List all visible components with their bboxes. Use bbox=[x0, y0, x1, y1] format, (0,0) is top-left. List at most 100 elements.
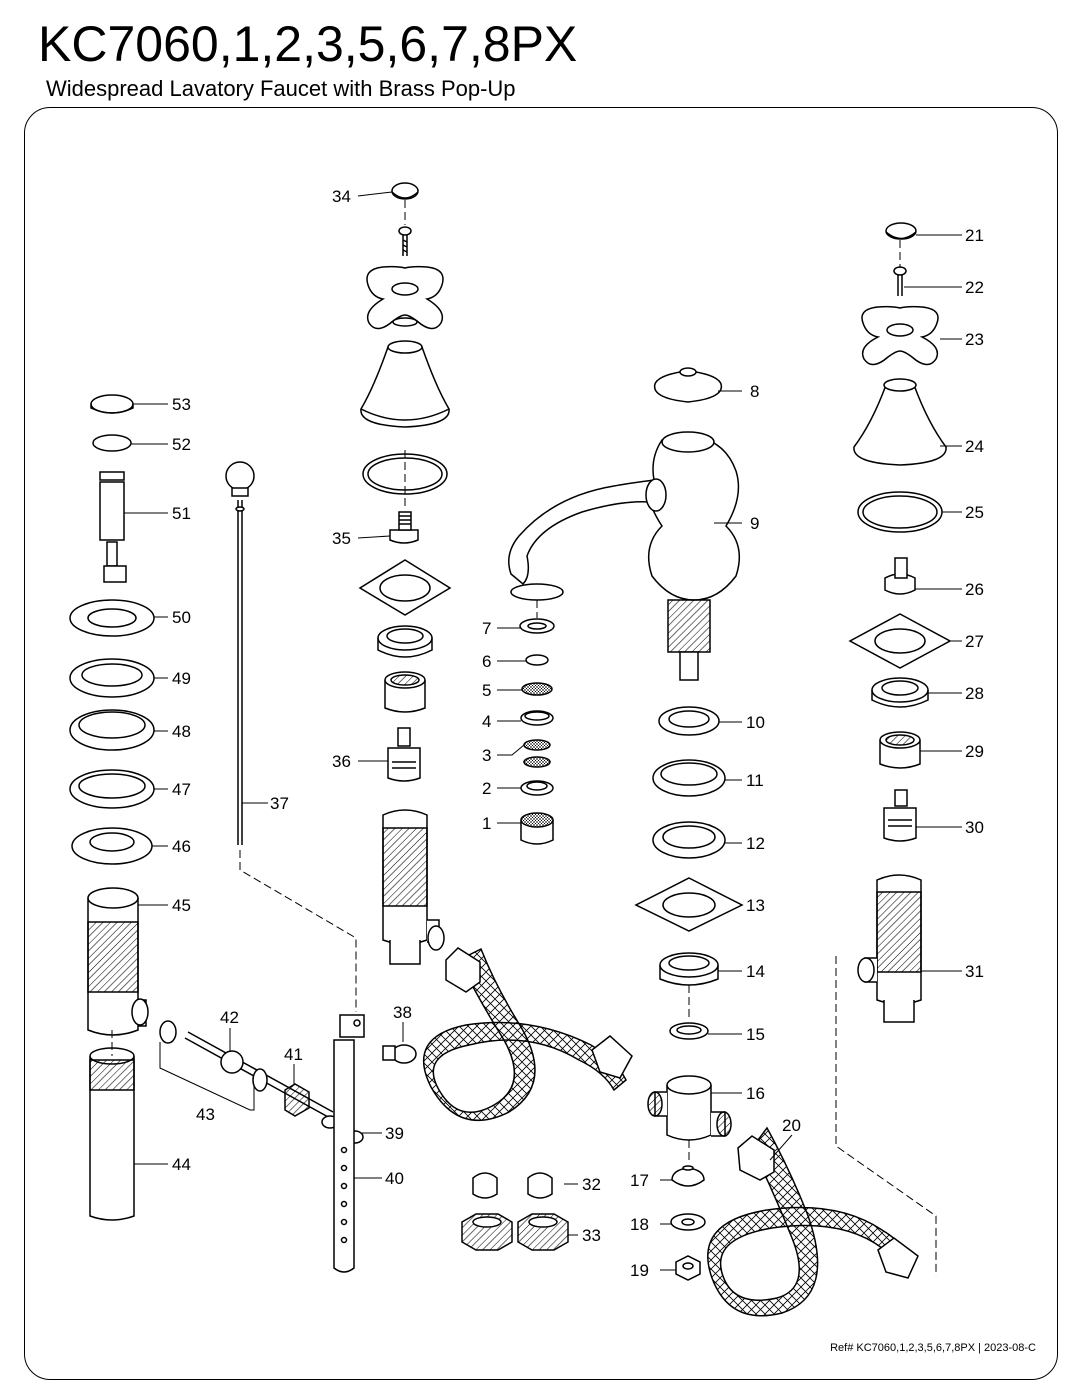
callout-32: 32 bbox=[582, 1175, 601, 1194]
callout-38: 38 bbox=[393, 1003, 412, 1022]
callout-36: 36 bbox=[332, 752, 351, 771]
lock-nut-left bbox=[377, 625, 433, 658]
callout-31: 31 bbox=[965, 962, 984, 981]
escutcheon-bell-right bbox=[853, 378, 947, 466]
handle-screw-left bbox=[398, 226, 412, 256]
callout-48: 48 bbox=[172, 722, 191, 741]
callout-27: 27 bbox=[965, 632, 984, 651]
stopper-body-51 bbox=[99, 471, 127, 583]
o-ring-52 bbox=[92, 434, 132, 452]
flange-50 bbox=[69, 599, 155, 637]
washer-10 bbox=[658, 706, 720, 736]
callout-42: 42 bbox=[220, 1008, 239, 1027]
sleeve-32 bbox=[472, 1172, 553, 1199]
callout-37: 37 bbox=[270, 794, 289, 813]
callout-40: 40 bbox=[385, 1169, 404, 1188]
index-button-21 bbox=[885, 222, 917, 240]
callout-33: 33 bbox=[582, 1226, 601, 1245]
washer-17 bbox=[671, 1165, 705, 1187]
callout-44: 44 bbox=[172, 1155, 191, 1174]
callout-11: 11 bbox=[746, 771, 764, 790]
callout-22: 22 bbox=[965, 278, 984, 297]
strap-40 bbox=[333, 1014, 365, 1273]
callout-51: 51 bbox=[172, 504, 191, 523]
page-title: KC7060,1,2,3,5,6,7,8PX bbox=[38, 16, 578, 72]
washer-12 bbox=[652, 821, 726, 859]
callout-26: 26 bbox=[965, 580, 984, 599]
gasket-47 bbox=[69, 769, 155, 809]
nut-14 bbox=[659, 952, 719, 986]
gasket-square-left bbox=[358, 559, 452, 616]
callout-15: 15 bbox=[746, 1025, 765, 1044]
pivot-ball-assembly bbox=[159, 1020, 364, 1144]
callout-25: 25 bbox=[965, 503, 984, 522]
screw-38 bbox=[382, 1044, 417, 1064]
washer-11 bbox=[652, 759, 726, 797]
callout-45: 45 bbox=[172, 896, 191, 915]
callout-23: 23 bbox=[965, 330, 984, 349]
callout-12: 12 bbox=[746, 834, 765, 853]
callout-16: 16 bbox=[746, 1084, 765, 1103]
assembly-lines bbox=[111, 200, 937, 1276]
callout-35: 35 bbox=[332, 529, 351, 548]
lift-rod-37 bbox=[225, 461, 255, 845]
callout-8: 8 bbox=[750, 382, 759, 401]
nut-33 bbox=[461, 1213, 569, 1251]
cross-handle-right bbox=[861, 305, 939, 366]
leader-lines bbox=[124, 191, 962, 1271]
callout-1: 1 bbox=[482, 814, 491, 833]
lock-nut-28 bbox=[871, 677, 929, 708]
handle-screw-right bbox=[893, 266, 907, 296]
callout-labels: 34 21 22 23 8 53 52 24 51 25 9 35 26 50 … bbox=[172, 187, 984, 1280]
callout-28: 28 bbox=[965, 684, 984, 703]
callout-50: 50 bbox=[172, 608, 191, 627]
stem-adapter-26 bbox=[884, 557, 916, 595]
washer-48 bbox=[69, 709, 155, 751]
callout-20: 20 bbox=[782, 1116, 801, 1135]
callout-19: 19 bbox=[630, 1261, 649, 1280]
tee-16 bbox=[647, 1075, 732, 1141]
callout-30: 30 bbox=[965, 818, 984, 837]
gasket-49 bbox=[69, 658, 155, 698]
callout-41: 41 bbox=[284, 1045, 303, 1064]
nut-19 bbox=[675, 1255, 701, 1281]
reference-number: Ref# KC7060,1,2,3,5,6,7,8PX | 2023-08-C bbox=[830, 1342, 1036, 1354]
stopper-53 bbox=[90, 394, 134, 414]
callout-7: 7 bbox=[482, 619, 491, 638]
valve-body-31 bbox=[857, 874, 922, 1023]
callout-4: 4 bbox=[482, 712, 491, 731]
aerator-parts bbox=[519, 618, 555, 845]
callout-39: 39 bbox=[385, 1124, 404, 1143]
callout-2: 2 bbox=[482, 779, 491, 798]
callout-34: 34 bbox=[332, 187, 351, 206]
page-subtitle: Widespread Lavatory Faucet with Brass Po… bbox=[46, 76, 516, 101]
callout-5: 5 bbox=[482, 681, 491, 700]
callout-53: 53 bbox=[172, 395, 191, 414]
callout-24: 24 bbox=[965, 437, 984, 456]
callout-21: 21 bbox=[965, 226, 984, 245]
tailpiece-44 bbox=[89, 1047, 135, 1221]
callout-13: 13 bbox=[746, 896, 765, 915]
washer-18 bbox=[670, 1213, 706, 1231]
gasket-square-27 bbox=[848, 613, 952, 669]
cross-handle-left bbox=[366, 265, 444, 330]
callout-29: 29 bbox=[965, 742, 984, 761]
callout-3: 3 bbox=[482, 746, 491, 765]
callout-52: 52 bbox=[172, 435, 191, 454]
bonnet-nut-left bbox=[384, 671, 426, 713]
callout-47: 47 bbox=[172, 780, 191, 799]
callout-18: 18 bbox=[630, 1215, 649, 1234]
escutcheon-bell-left bbox=[360, 340, 450, 428]
supply-hose-left bbox=[422, 947, 633, 1122]
callout-14: 14 bbox=[746, 962, 765, 981]
callout-6: 6 bbox=[482, 652, 491, 671]
callout-17: 17 bbox=[630, 1171, 649, 1190]
drain-body-45 bbox=[87, 887, 149, 1036]
gasket-square-13 bbox=[634, 877, 744, 932]
washer-46 bbox=[71, 827, 153, 865]
cartridge-30 bbox=[883, 789, 917, 842]
bonnet-nut-29 bbox=[879, 731, 921, 769]
callout-9: 9 bbox=[750, 514, 759, 533]
spout-body-9 bbox=[508, 431, 741, 681]
